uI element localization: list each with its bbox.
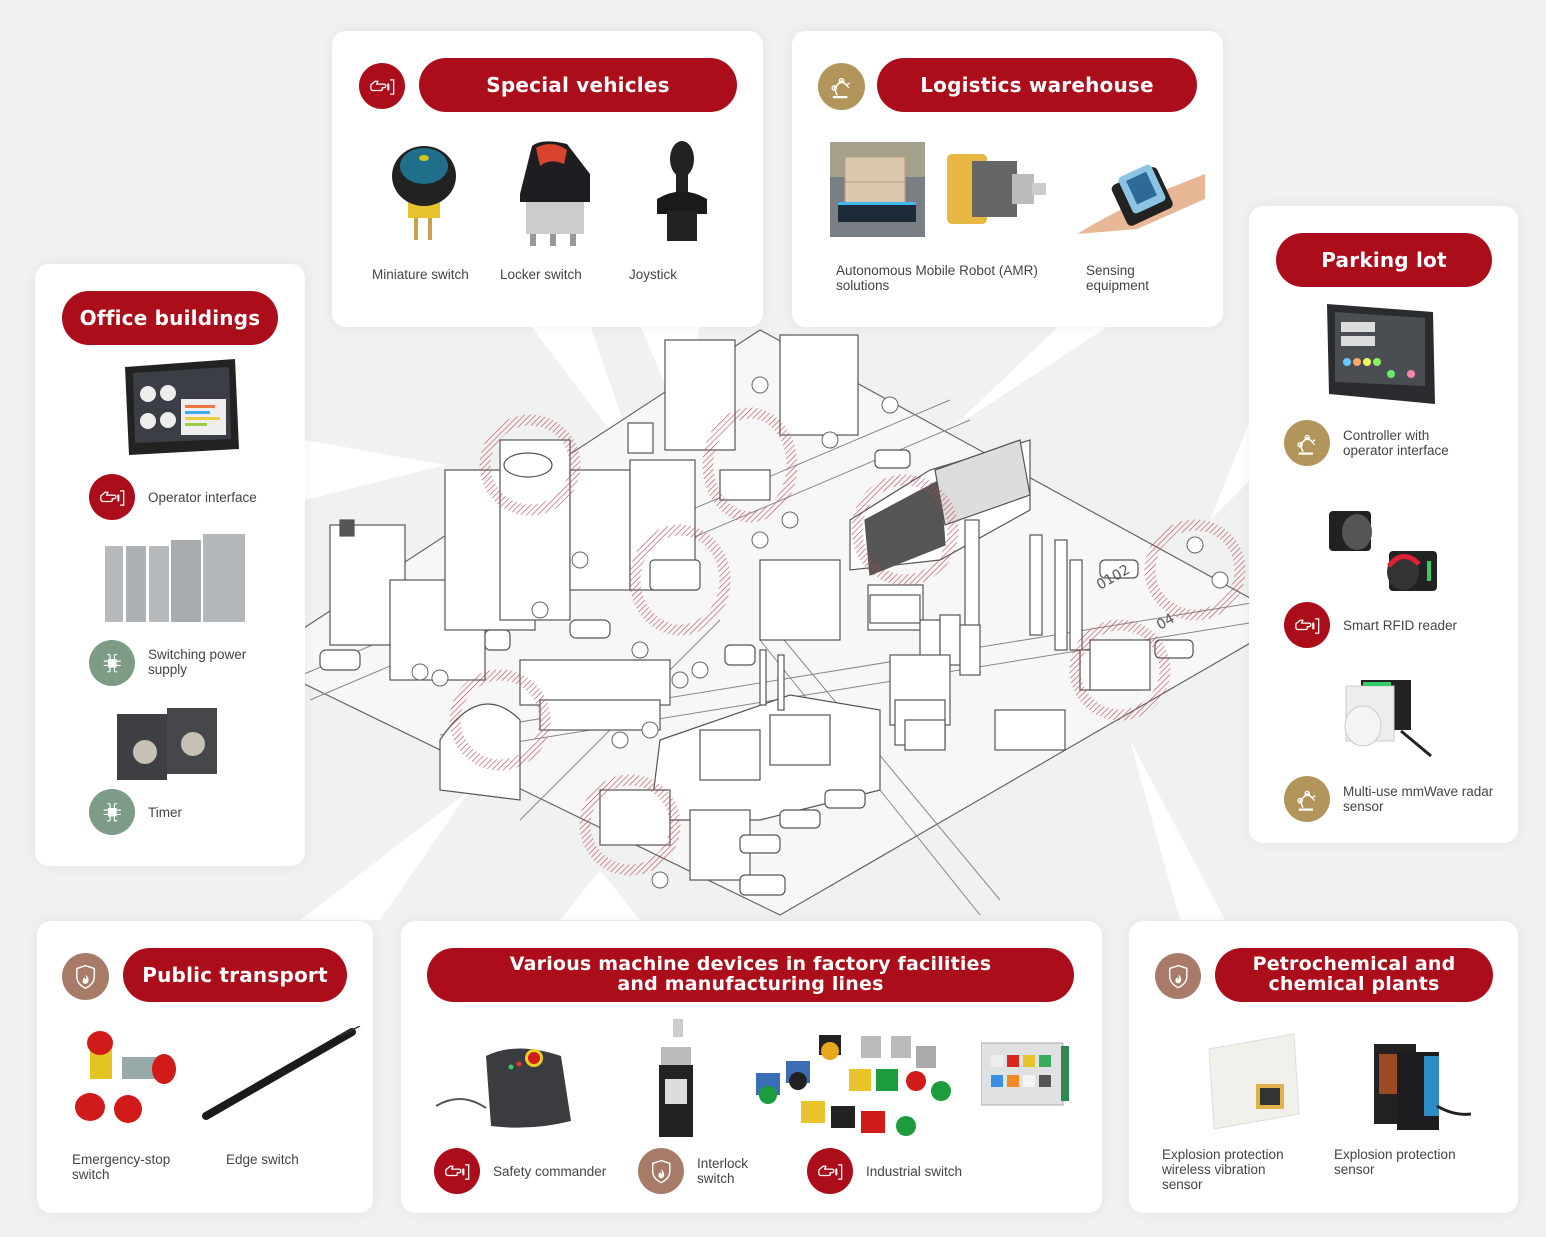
safety-commander-image <box>435 1048 571 1128</box>
hotspot-petrochemical[interactable] <box>1069 619 1171 721</box>
panel-parking-lot: Parking lot Controller with operator int… <box>1249 206 1518 843</box>
category-title-logistics-warehouse[interactable]: Logistics warehouse <box>877 58 1197 112</box>
rfid-reader-image <box>1329 511 1437 591</box>
panel-factory: Various machine devices in factory facil… <box>401 921 1102 1213</box>
emergency-stop-switch-image <box>75 1031 176 1123</box>
edge-switch-image <box>202 1026 361 1120</box>
product-label-miniature-switch: Miniature switch <box>372 267 469 282</box>
product-label-emergency-stop: Emergency-stop switch <box>72 1152 171 1182</box>
hotspot-special-vehicles[interactable] <box>702 407 798 523</box>
product-label-sensing-equipment: Sensing equipment <box>1086 263 1150 293</box>
robot-arm-icon <box>1284 420 1330 466</box>
hand-switch-icon <box>1284 602 1330 648</box>
panel-petrochemical: Petrochemical and chemical plants Explos… <box>1129 921 1518 1213</box>
hotspot-delivery[interactable] <box>629 524 731 636</box>
shield-flame-icon <box>638 1148 684 1194</box>
product-label-edge-switch: Edge switch <box>226 1152 299 1167</box>
miniature-switch-image <box>392 146 456 240</box>
product-label-joystick: Joystick <box>629 267 678 282</box>
controller-image <box>1327 304 1435 404</box>
amr-photo <box>830 142 925 237</box>
chip-icon <box>89 789 135 835</box>
product-label-operator-interface: Operator interface <box>148 490 257 505</box>
product-label-controller: Controller with operator interface <box>1343 428 1449 458</box>
switching-power-supply-image <box>105 534 245 622</box>
product-label-mmwave-radar: Multi-use mmWave radar sensor <box>1343 784 1494 814</box>
category-title-special-vehicles[interactable]: Special vehicles <box>419 58 737 112</box>
product-label-timer: Timer <box>148 805 182 820</box>
explosion-protection-sensor-image <box>1374 1044 1472 1130</box>
product-label-locker-switch: Locker switch <box>500 267 582 282</box>
wireless-vibration-sensor-image <box>1208 1033 1300 1130</box>
product-label-amr: Autonomous Mobile Robot (AMR) solutions <box>836 263 1038 293</box>
timer-image <box>117 708 217 780</box>
mmwave-radar-image <box>1344 680 1432 758</box>
petrochemical-title-line1: Petrochemical and <box>1252 953 1456 976</box>
product-label-industrial-switch: Industrial switch <box>866 1164 963 1179</box>
shield-flame-icon <box>1155 953 1201 999</box>
category-title-public-transport[interactable]: Public transport <box>123 948 347 1002</box>
sensing-equipment-image <box>1077 164 1205 234</box>
product-label-safety-commander: Safety commander <box>493 1164 607 1179</box>
product-label-wireless-vibration-sensor: Explosion protection wireless vibration … <box>1162 1147 1284 1192</box>
panel-logistics-warehouse: Logistics warehouse Autonomous Mobile Ro… <box>792 31 1223 327</box>
product-label-interlock-switch: Interlock switch <box>697 1156 749 1186</box>
shield-flame-icon <box>62 953 109 1000</box>
hand-switch-icon <box>89 474 135 520</box>
road-label-04: 04 <box>1154 611 1178 634</box>
product-label-switching-power-supply: Switching power supply <box>148 647 247 677</box>
category-title-factory[interactable]: Various machine devices in factory facil… <box>427 948 1074 1002</box>
hand-switch-icon <box>807 1148 853 1194</box>
city-trees <box>411 376 1269 889</box>
robot-arm-icon <box>1284 776 1330 822</box>
hotspot-public-transport[interactable] <box>449 669 551 771</box>
hotspot-factory[interactable] <box>579 774 681 876</box>
product-label-rfid-reader: Smart RFID reader <box>1343 618 1458 633</box>
factory-title-line2: and manufacturing lines <box>617 973 884 995</box>
category-title-petrochemical[interactable]: Petrochemical and chemical plants <box>1215 948 1493 1002</box>
panel-special-vehicles: Special vehicles Miniature switch Locker… <box>332 31 763 327</box>
petrochemical-title-line2: chemical plants <box>1268 973 1440 995</box>
hand-switch-icon <box>359 63 405 109</box>
hotspot-logistics[interactable] <box>851 474 959 586</box>
control-panel-image <box>981 1042 1069 1106</box>
joystick-image <box>657 141 707 241</box>
category-title-office-buildings[interactable]: Office buildings <box>62 291 278 345</box>
panel-office-buildings: Office buildings Operator interface Swit… <box>35 264 305 866</box>
operator-interface-image <box>125 359 239 455</box>
robot-arm-icon <box>818 63 865 110</box>
industrial-switches-image <box>756 1035 951 1136</box>
city-vehicles <box>319 449 1194 896</box>
hotspot-circles <box>449 407 1246 876</box>
hotspot-office[interactable] <box>479 414 581 516</box>
category-title-parking-lot[interactable]: Parking lot <box>1276 233 1492 287</box>
product-label-explosion-protection-sensor: Explosion protection sensor <box>1334 1147 1456 1177</box>
amr-motor-image <box>947 154 1046 224</box>
hotspot-parking[interactable] <box>1144 519 1246 621</box>
hand-switch-icon <box>434 1148 480 1194</box>
locker-switch-image <box>520 141 590 246</box>
factory-title-line1: Various machine devices in factory facil… <box>509 953 992 976</box>
chip-icon <box>89 640 135 686</box>
panel-public-transport: Public transport Emergency-stop switch E… <box>37 921 373 1213</box>
interlock-switch-image <box>659 1019 693 1137</box>
